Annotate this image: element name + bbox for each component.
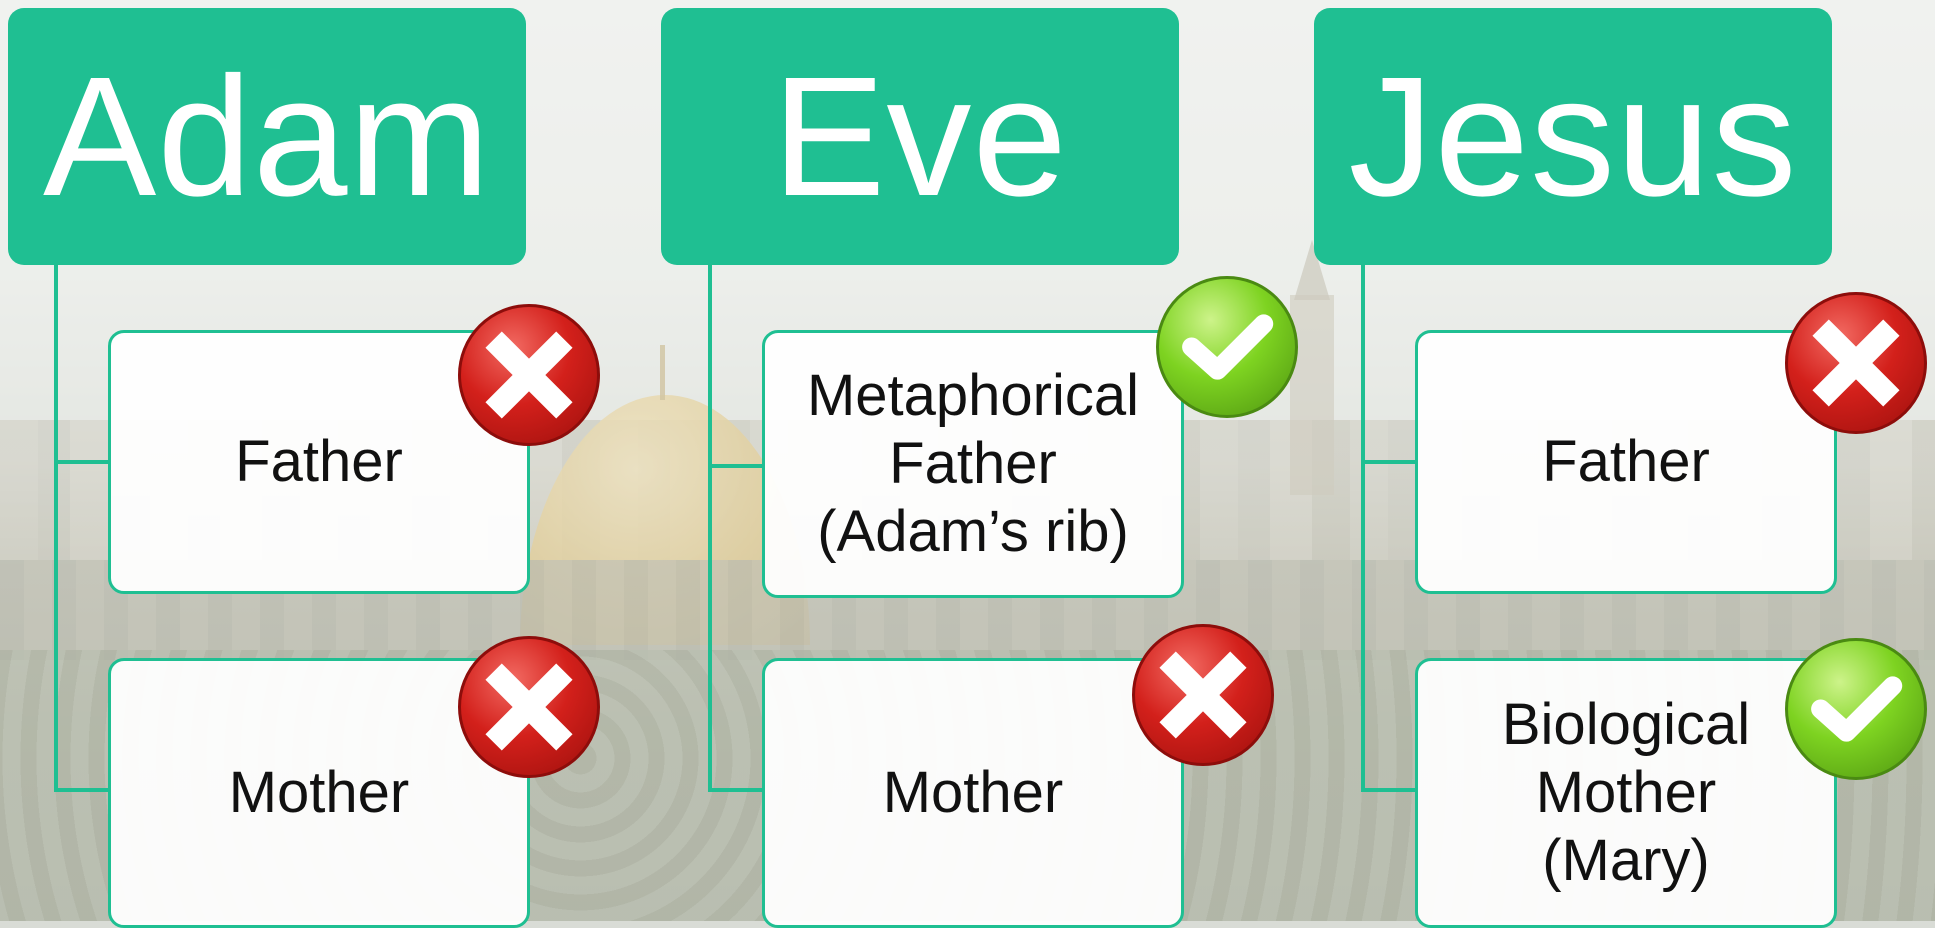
connector-eve-item-2 <box>708 788 764 792</box>
card-eve-metaphorical-father: Metaphorical Father (Adam’s rib) <box>762 330 1184 598</box>
connector-vertical-jesus <box>1361 265 1365 792</box>
card-eve-mother: Mother <box>762 658 1184 928</box>
connector-vertical-eve <box>708 265 712 792</box>
card-jesus-father: Father <box>1415 330 1837 594</box>
column-header-eve: Eve <box>661 8 1179 265</box>
bell-tower <box>1290 295 1334 495</box>
red-x-icon <box>458 304 600 446</box>
red-x-icon <box>1785 292 1927 434</box>
connector-vertical-adam <box>54 265 58 792</box>
connector-jesus-item-1 <box>1361 460 1417 464</box>
column-header-jesus: Jesus <box>1314 8 1832 265</box>
red-x-icon <box>458 636 600 778</box>
connector-eve-item-1 <box>708 464 764 468</box>
connector-jesus-item-2 <box>1361 788 1417 792</box>
column-header-adam: Adam <box>8 8 526 265</box>
card-jesus-biological-mother: Biological Mother (Mary) <box>1415 658 1837 928</box>
connector-adam-item-2 <box>54 788 110 792</box>
green-checkmark-icon <box>1156 276 1298 418</box>
green-checkmark-icon <box>1785 638 1927 780</box>
connector-adam-item-1 <box>54 460 110 464</box>
red-x-icon <box>1132 624 1274 766</box>
